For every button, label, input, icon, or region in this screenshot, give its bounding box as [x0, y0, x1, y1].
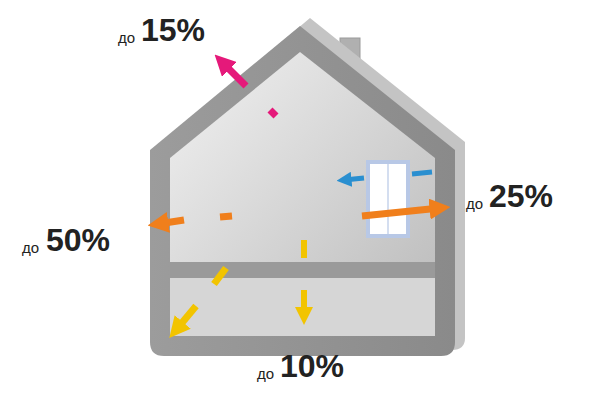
- wall-arrow-tail: [220, 216, 232, 217]
- roof-arrow: [222, 62, 246, 86]
- basement: [170, 278, 435, 336]
- ground-arrow-tail: [214, 268, 226, 284]
- draft-arrow: [344, 178, 364, 180]
- floor-arrow-tail: [301, 240, 307, 258]
- floor-arrow: [301, 290, 307, 316]
- percent-label: 15%: [141, 14, 205, 46]
- draft-arrow-tail: [412, 172, 432, 174]
- wall-arrow: [158, 220, 184, 224]
- house-interior: [170, 52, 435, 336]
- roof-arrow-tail: [270, 110, 276, 116]
- prefix-label: до: [257, 366, 274, 381]
- prefix-label: до: [466, 196, 483, 211]
- house-depth: [162, 18, 465, 350]
- house-shell: [150, 26, 455, 356]
- percent-label: 50%: [46, 224, 110, 256]
- prefix-label: до: [22, 240, 39, 255]
- window-frame: [387, 164, 389, 234]
- percent-label: 25%: [489, 180, 553, 212]
- prefix-label: до: [118, 30, 135, 45]
- window: [368, 162, 408, 236]
- window-arrow: [362, 208, 440, 216]
- floor-slab: [170, 262, 435, 278]
- percent-label: 10%: [280, 350, 344, 382]
- ground-arrow: [176, 306, 196, 330]
